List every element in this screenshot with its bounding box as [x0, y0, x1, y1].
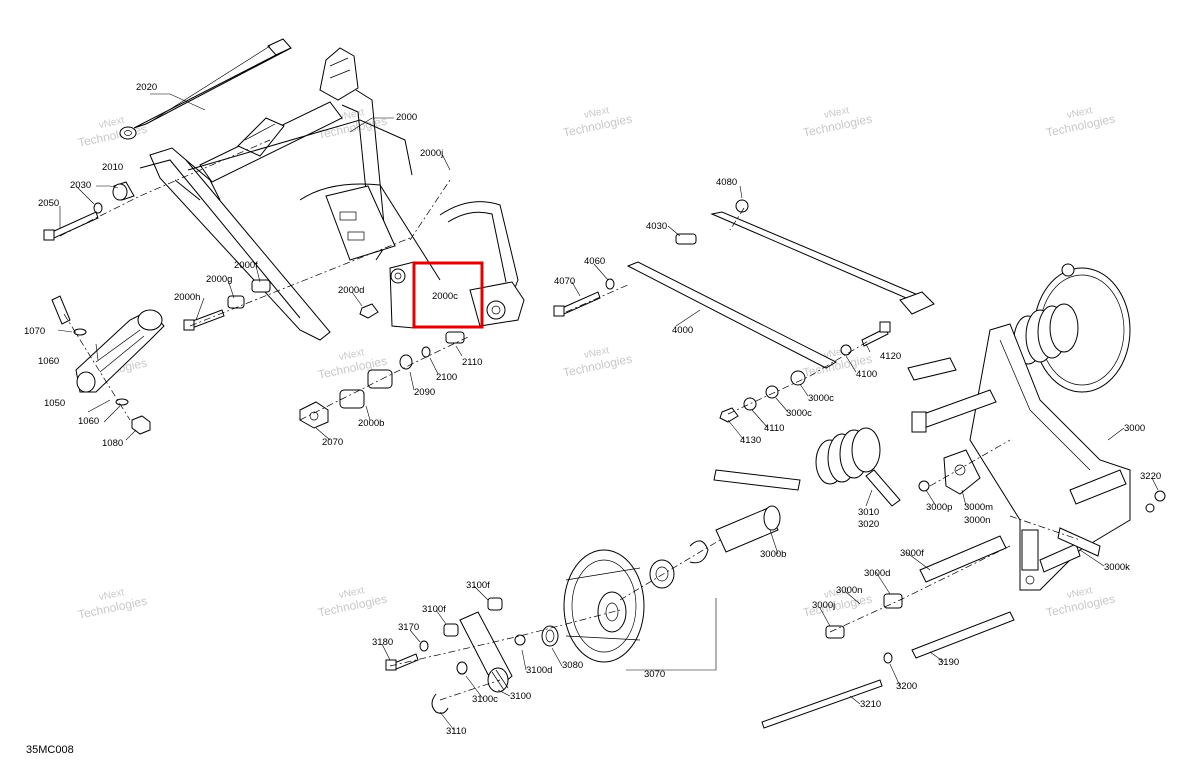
callout-3110: 3110 [446, 726, 466, 737]
watermark: vNext Technologies [1045, 105, 1116, 140]
callout-4110: 4110 [764, 423, 784, 434]
callout-2020: 2020 [136, 82, 157, 93]
watermark: vNext Technologies [1045, 585, 1116, 620]
watermark-line1: vNext [823, 585, 851, 601]
callout-2110: 2110 [462, 357, 482, 368]
callout-3000n-lower: 3000n [836, 585, 862, 596]
watermark-line1: vNext [98, 587, 126, 603]
callout-3000n-upper: 3000n [964, 515, 990, 526]
callout-2010: 2010 [102, 162, 123, 173]
callout-4060: 4060 [584, 256, 605, 267]
callout-2050: 2050 [38, 198, 59, 209]
callout-3000: 3000 [1124, 423, 1145, 434]
watermark-line1: vNext [98, 115, 126, 131]
callout-3000c-upper: 3000c [808, 393, 834, 404]
watermark-line1: vNext [823, 105, 851, 121]
callout-2000c: 2000c [432, 291, 458, 302]
wheel-group [385, 549, 645, 714]
callout-3010: 3010 [858, 507, 879, 518]
watermark-line1: vNext [338, 585, 366, 601]
callout-2090: 2090 [414, 387, 435, 398]
callout-1060-upper: 1060 [38, 356, 59, 367]
callout-3100c: 3100c [472, 694, 498, 705]
callout-2000: 2000 [396, 112, 417, 123]
callout-1060-lower: 1060 [78, 416, 99, 427]
callout-3020: 3020 [858, 519, 879, 530]
callout-2030: 2030 [70, 180, 91, 191]
callout-1070: 1070 [24, 326, 45, 337]
watermark: vNext Technologies [317, 585, 388, 620]
callout-4130: 4130 [740, 435, 761, 446]
highlight-box-2000c [412, 261, 484, 329]
callout-labels: 2020 2000 2010 2030 2050 2000j 1070 1060… [24, 82, 1161, 737]
callout-3000k: 3000k [1104, 562, 1130, 573]
watermark: vNext Technologies [77, 587, 148, 622]
left-small-parts [43, 181, 465, 435]
watermark-line1: vNext [338, 347, 366, 363]
watermark-line1: vNext [583, 105, 611, 121]
callout-3190: 3190 [938, 657, 959, 668]
axis-lines [59, 139, 1081, 701]
callout-2000d: 2000d [338, 285, 364, 296]
callout-3100: 3100 [510, 691, 531, 702]
callout-3170: 3170 [398, 622, 419, 633]
callout-3100d: 3100d [526, 665, 552, 676]
watermark: vNext Technologies [77, 115, 148, 150]
spring-lower [713, 427, 901, 507]
watermark-line1: vNext [1066, 105, 1094, 121]
callout-2100: 2100 [436, 372, 457, 383]
callout-3100f-lower: 3100f [422, 604, 446, 615]
watermarks: vNext Technologies vNext Technologies vN… [77, 105, 1116, 622]
callout-2000j: 2000j [420, 148, 443, 159]
callout-3210: 3210 [860, 699, 881, 710]
watermark: vNext Technologies [802, 105, 873, 140]
callout-2000f: 2000f [234, 260, 258, 271]
callout-2070: 2070 [322, 437, 343, 448]
callout-3000m: 3000m [964, 502, 993, 513]
watermark: vNext Technologies [562, 105, 633, 140]
callout-3000c-lower: 3000c [786, 408, 812, 419]
callout-3070: 3070 [644, 669, 665, 680]
callout-4100: 4100 [856, 369, 877, 380]
callout-2000g: 2000g [206, 274, 232, 285]
callout-3000p: 3000p [926, 502, 952, 513]
callout-2000h: 2000h [174, 292, 200, 303]
callout-3100f-upper: 3100f [466, 580, 490, 591]
callout-4070: 4070 [554, 276, 575, 287]
callout-4080: 4080 [716, 177, 737, 188]
callout-2000b: 2000b [358, 418, 384, 429]
callout-3080: 3080 [562, 660, 583, 671]
callout-3180: 3180 [372, 637, 393, 648]
callout-1050: 1050 [44, 398, 65, 409]
callout-1080: 1080 [102, 438, 123, 449]
leader-lines [57, 93, 1159, 731]
watermark: vNext Technologies [562, 345, 633, 380]
callout-3000f: 3000f [900, 548, 924, 559]
callout-3200: 3200 [896, 681, 917, 692]
middle-rods [553, 199, 935, 423]
callout-4120: 4120 [880, 351, 901, 362]
shaft-2020 [119, 38, 292, 140]
watermark-line1: vNext [583, 345, 611, 361]
callout-3000b: 3000b [760, 549, 786, 560]
watermark-line1: vNext [1066, 585, 1094, 601]
rear-assembly [649, 263, 1166, 729]
callout-4030: 4030 [646, 221, 667, 232]
drawing-code: 35MC008 [26, 744, 74, 756]
callout-3000j: 3000j [812, 600, 835, 611]
callout-3000d: 3000d [864, 568, 890, 579]
callout-3220: 3220 [1140, 471, 1161, 482]
callout-4000: 4000 [672, 325, 693, 336]
